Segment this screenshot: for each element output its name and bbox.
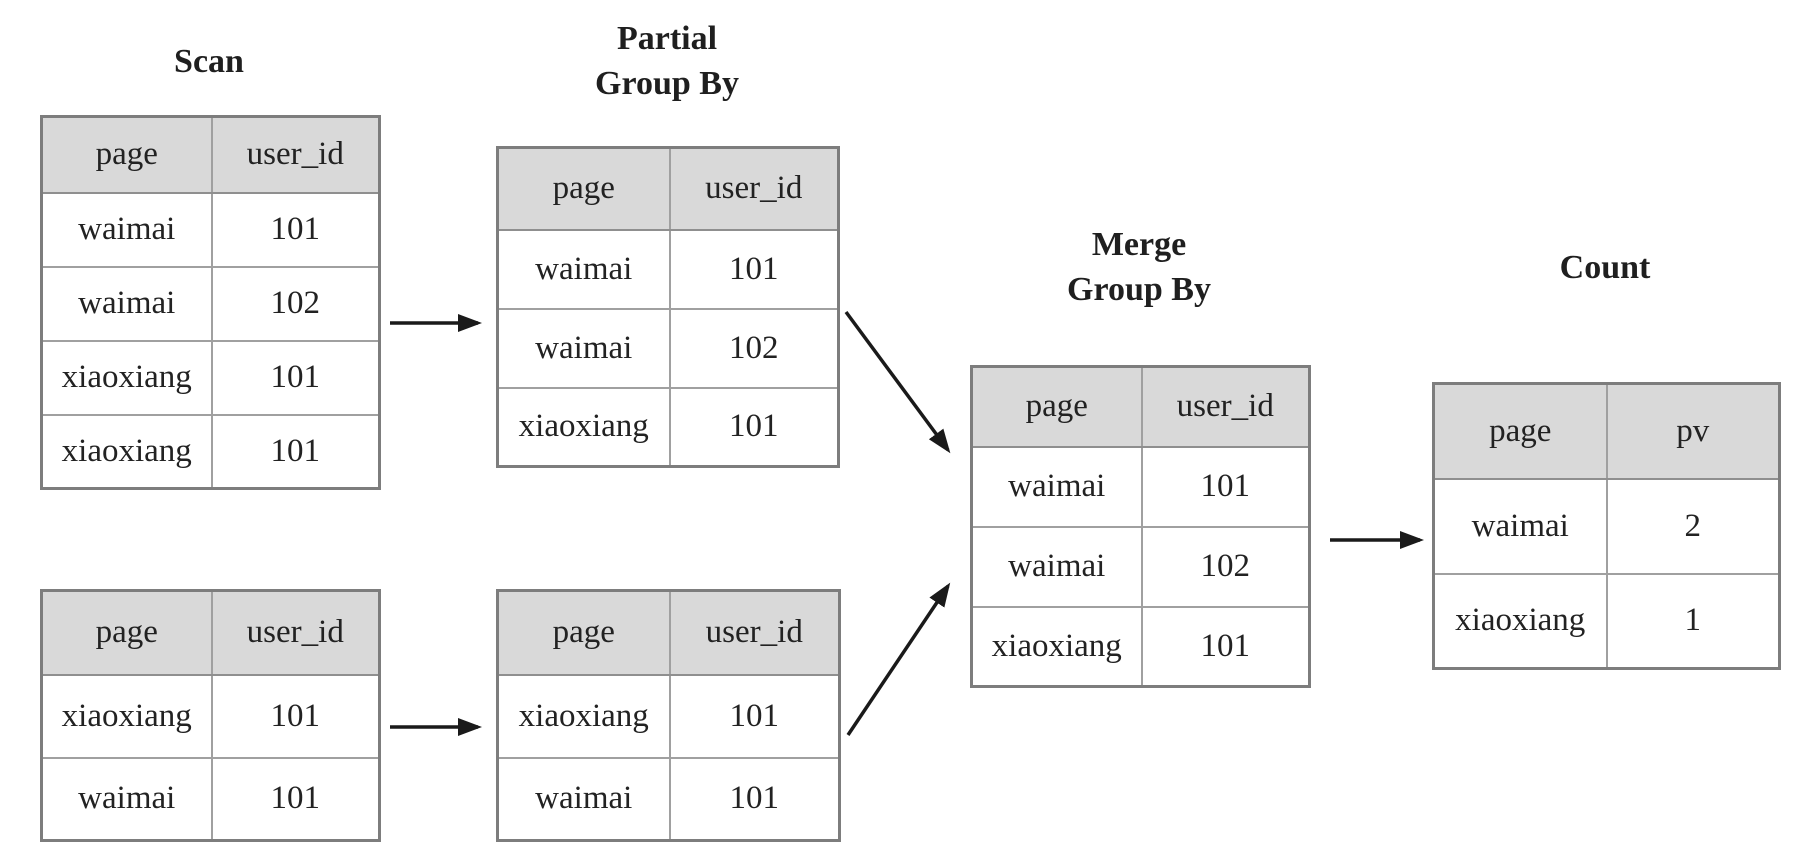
table-row: waimai 102 xyxy=(970,525,1311,608)
cell-user-id: 101 xyxy=(210,756,381,842)
header-row: page user_id xyxy=(40,115,381,194)
table-row: xiaoxiang 1 xyxy=(1432,572,1781,670)
header-row: page pv xyxy=(1432,382,1781,480)
cell-user-id: 101 xyxy=(668,673,841,759)
table-row: xiaoxiang 101 xyxy=(40,413,381,490)
column-header-page: page xyxy=(970,365,1143,448)
header-row: page user_id xyxy=(40,589,381,676)
table-scan-top: page user_id waimai 101 waimai 102 xiaox… xyxy=(40,115,381,490)
cell-user-id: 101 xyxy=(210,339,381,416)
header-row: page user_id xyxy=(496,146,840,231)
table-count: page pv waimai 2 xiaoxiang 1 xyxy=(1432,382,1781,670)
cell-page: waimai xyxy=(496,307,671,389)
column-header-page: page xyxy=(496,146,671,231)
table-row: waimai 101 xyxy=(496,756,841,842)
cell-page: xiaoxiang xyxy=(496,386,671,468)
column-header-user-id: user_id xyxy=(210,115,381,194)
column-header-user-id: user_id xyxy=(1140,365,1311,448)
column-header-page: page xyxy=(40,589,213,676)
table-merge-group-by: page user_id waimai 101 waimai 102 xiaox… xyxy=(970,365,1311,688)
cell-user-id: 101 xyxy=(668,228,840,310)
table-row: xiaoxiang 101 xyxy=(40,339,381,416)
cell-user-id: 101 xyxy=(1140,445,1311,528)
table-row: xiaoxiang 101 xyxy=(496,673,841,759)
cell-page: waimai xyxy=(496,756,671,842)
cell-pv: 1 xyxy=(1605,572,1781,670)
header-row: page user_id xyxy=(496,589,841,676)
cell-page: xiaoxiang xyxy=(40,413,213,490)
title-scan: Scan xyxy=(174,43,244,80)
title-line: Group By xyxy=(595,65,739,102)
cell-user-id: 101 xyxy=(668,386,840,468)
arrow-partial-top-to-merge xyxy=(844,310,951,454)
table-row: xiaoxiang 101 xyxy=(40,673,381,759)
cell-page: waimai xyxy=(40,191,213,268)
title-line: Group By xyxy=(1067,271,1211,308)
cell-page: xiaoxiang xyxy=(1432,572,1608,670)
table-row: waimai 101 xyxy=(40,756,381,842)
table-row: waimai 102 xyxy=(496,307,840,389)
cell-user-id: 101 xyxy=(210,673,381,759)
cell-user-id: 102 xyxy=(668,307,840,389)
title-merge-group-by: Merge Group By xyxy=(989,222,1289,312)
column-header-page: page xyxy=(40,115,213,194)
cell-user-id: 102 xyxy=(1140,525,1311,608)
column-header-pv: pv xyxy=(1605,382,1781,480)
cell-page: waimai xyxy=(970,525,1143,608)
table-partial-group-by-top: page user_id waimai 101 waimai 102 xiaox… xyxy=(496,146,840,468)
column-header-page: page xyxy=(496,589,671,676)
column-header-user-id: user_id xyxy=(210,589,381,676)
column-header-user-id: user_id xyxy=(668,589,841,676)
title-count: Count xyxy=(1559,249,1651,286)
cell-page: waimai xyxy=(40,265,213,342)
cell-page: waimai xyxy=(496,228,671,310)
cell-pv: 2 xyxy=(1605,477,1781,575)
table-row: waimai 101 xyxy=(40,191,381,268)
cell-page: waimai xyxy=(40,756,213,842)
column-header-page: page xyxy=(1432,382,1608,480)
cell-page: xiaoxiang xyxy=(496,673,671,759)
title-line: Merge xyxy=(1091,226,1187,263)
cell-user-id: 101 xyxy=(1140,605,1311,688)
cell-user-id: 101 xyxy=(668,756,841,842)
table-row: xiaoxiang 101 xyxy=(970,605,1311,688)
cell-page: xiaoxiang xyxy=(40,339,213,416)
cell-page: waimai xyxy=(970,445,1143,528)
table-row: waimai 102 xyxy=(40,265,381,342)
title-partial-group-by: Partial Group By xyxy=(517,16,817,106)
cell-user-id: 101 xyxy=(210,191,381,268)
cell-user-id: 102 xyxy=(210,265,381,342)
arrow-partial-bottom-to-merge xyxy=(846,582,951,736)
table-row: waimai 2 xyxy=(1432,477,1781,575)
column-header-user-id: user_id xyxy=(668,146,840,231)
cell-user-id: 101 xyxy=(210,413,381,490)
table-row: xiaoxiang 101 xyxy=(496,386,840,468)
table-partial-group-by-bottom: page user_id xiaoxiang 101 waimai 101 xyxy=(496,589,841,842)
cell-page: waimai xyxy=(1432,477,1608,575)
table-row: waimai 101 xyxy=(970,445,1311,528)
table-row: waimai 101 xyxy=(496,228,840,310)
table-scan-bottom: page user_id xiaoxiang 101 waimai 101 xyxy=(40,589,381,842)
cell-page: xiaoxiang xyxy=(970,605,1143,688)
cell-page: xiaoxiang xyxy=(40,673,213,759)
title-line: Partial xyxy=(616,20,718,57)
header-row: page user_id xyxy=(970,365,1311,448)
